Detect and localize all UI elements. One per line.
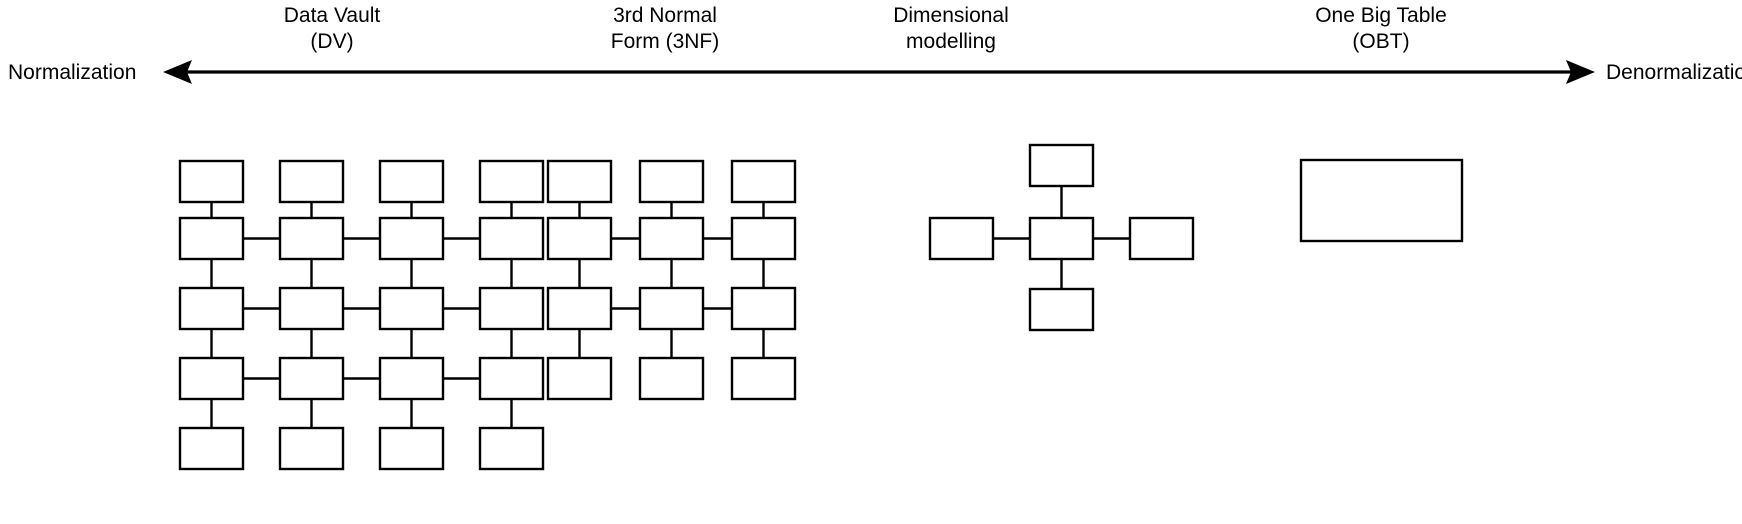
entity-box[interactable]	[378, 216, 445, 261]
stage-label-data-vault-line2: (DV)	[310, 30, 353, 53]
axis-label-normalization: Normalization	[8, 61, 136, 84]
entity-box[interactable]	[546, 356, 613, 401]
axis-label-denormalization: Denormalization	[1606, 61, 1742, 84]
models-layer	[178, 143, 1464, 471]
entity-box[interactable]	[730, 159, 797, 204]
spectrum-axis	[163, 60, 1595, 84]
model-data-vault	[178, 159, 545, 471]
model-third-normal-form	[546, 159, 797, 401]
entity-box[interactable]	[546, 159, 613, 204]
stage-label-dimensional-line1: Dimensional	[893, 4, 1009, 27]
entity-box[interactable]	[638, 216, 705, 261]
entity-box[interactable]	[730, 356, 797, 401]
model-one-big-table	[1299, 158, 1464, 243]
entity-box-dimension[interactable]	[1128, 216, 1195, 261]
entity-box-fact[interactable]	[1028, 216, 1095, 261]
entity-box[interactable]	[278, 159, 345, 204]
entity-box[interactable]	[638, 286, 705, 331]
entity-box[interactable]	[478, 286, 545, 331]
entity-box[interactable]	[278, 286, 345, 331]
stage-captions: Data Vault (DV) 3rd Normal Form (3NF) Di…	[284, 4, 1447, 53]
entity-box[interactable]	[178, 426, 245, 471]
stage-label-3nf-line2: Form (3NF)	[611, 30, 720, 53]
entity-box[interactable]	[638, 356, 705, 401]
entity-box[interactable]	[730, 216, 797, 261]
entity-box[interactable]	[478, 216, 545, 261]
entity-box[interactable]	[378, 159, 445, 204]
entity-box[interactable]	[638, 159, 705, 204]
entity-box[interactable]	[478, 356, 545, 401]
entity-box[interactable]	[478, 159, 545, 204]
entity-box-dimension[interactable]	[1028, 143, 1095, 188]
entity-box[interactable]	[278, 426, 345, 471]
stage-label-dimensional-line2: modelling	[906, 30, 996, 53]
entity-box[interactable]	[178, 356, 245, 401]
entity-box[interactable]	[546, 286, 613, 331]
entity-box[interactable]	[178, 216, 245, 261]
axis-arrowhead-right	[1566, 60, 1595, 84]
entity-box[interactable]	[278, 216, 345, 261]
entity-box[interactable]	[178, 159, 245, 204]
stage-label-obt-line2: (OBT)	[1352, 30, 1409, 53]
entity-box[interactable]	[378, 356, 445, 401]
entity-box[interactable]	[278, 356, 345, 401]
entity-box[interactable]	[378, 286, 445, 331]
entity-box-one-big-table[interactable]	[1299, 158, 1464, 243]
axis-arrowhead-left	[163, 60, 192, 84]
model-dimensional-modelling	[928, 143, 1195, 332]
entity-box-dimension[interactable]	[928, 216, 995, 261]
stage-label-obt-line1: One Big Table	[1315, 4, 1447, 27]
entity-box[interactable]	[546, 216, 613, 261]
entity-box[interactable]	[378, 426, 445, 471]
entity-box[interactable]	[478, 426, 545, 471]
entity-box[interactable]	[730, 286, 797, 331]
entity-box[interactable]	[178, 286, 245, 331]
stage-label-data-vault-line1: Data Vault	[284, 4, 381, 27]
entity-box-dimension[interactable]	[1028, 287, 1095, 332]
stage-label-3nf-line1: 3rd Normal	[613, 4, 717, 27]
